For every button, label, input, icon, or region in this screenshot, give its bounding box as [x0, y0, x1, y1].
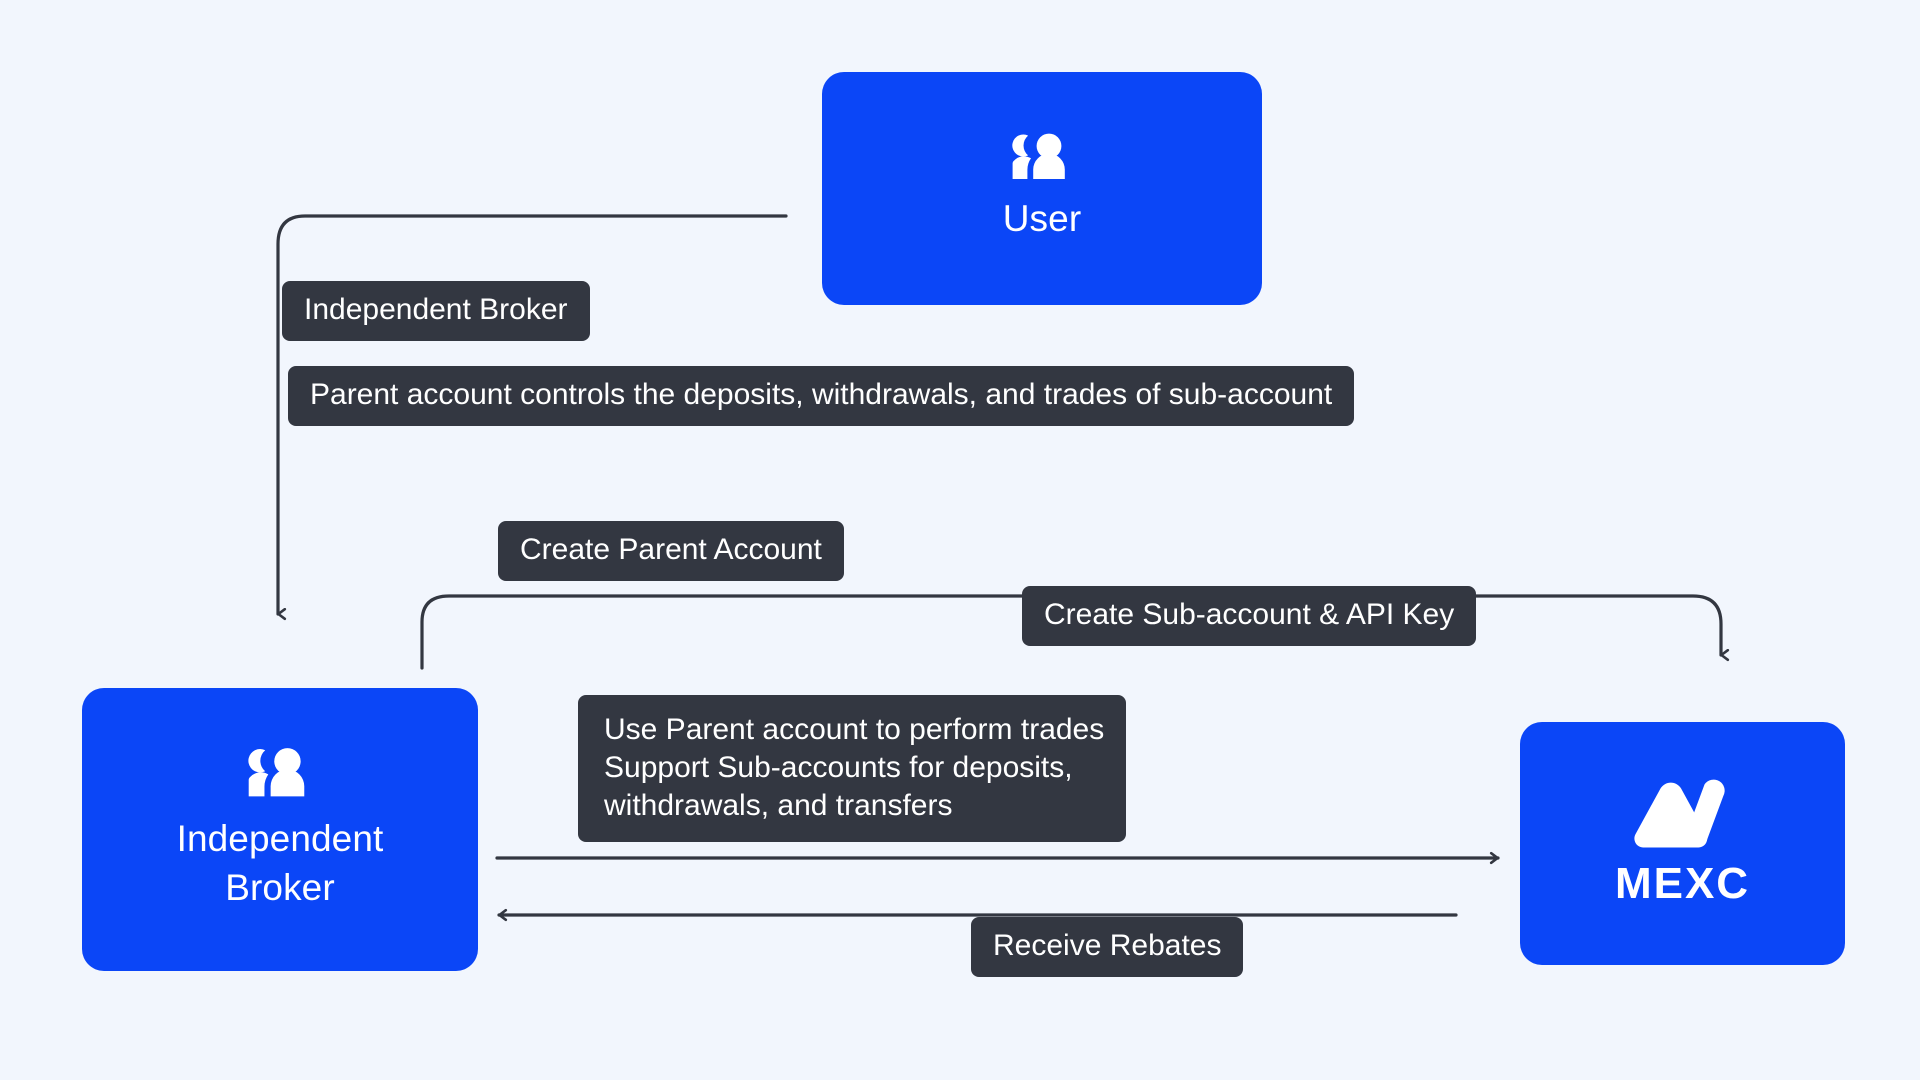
node-mexc[interactable]: MEXC — [1520, 722, 1845, 965]
node-independent-broker-label: Independent Broker — [176, 818, 384, 908]
edge-label-independent-broker: Independent Broker — [282, 281, 590, 341]
node-user-label: User — [1002, 198, 1082, 240]
mexc-logo-icon — [1624, 779, 1742, 849]
node-mexc-label: MEXC — [1614, 858, 1751, 908]
edge-label-create-sub-account-api-key: Create Sub-account & API Key — [1022, 586, 1477, 646]
edge-label-use-parent-account: Use Parent account to perform trades Sup… — [578, 695, 1127, 843]
people-icon — [1011, 133, 1073, 181]
edge-label-parent-account-controls: Parent account controls the deposits, wi… — [288, 366, 1355, 426]
edge-label-create-parent-account: Create Parent Account — [498, 521, 844, 581]
edge-label-receive-rebates: Receive Rebates — [971, 917, 1244, 977]
node-independent-broker[interactable]: Independent Broker — [82, 688, 478, 971]
node-user[interactable]: User — [822, 72, 1262, 305]
people-icon — [247, 747, 313, 799]
